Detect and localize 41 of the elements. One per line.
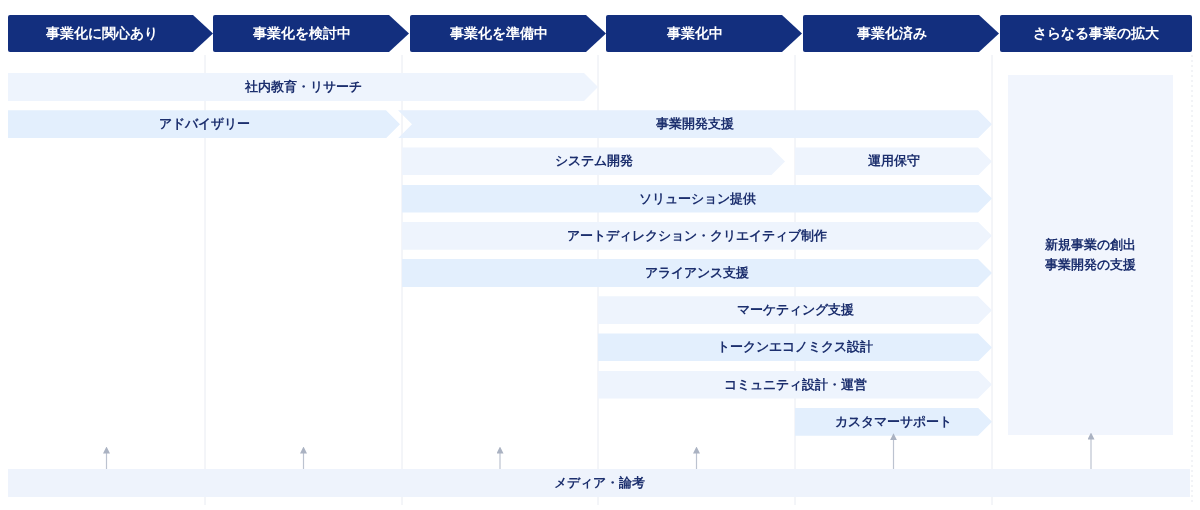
arrow bbox=[890, 433, 897, 470]
service-bar bbox=[398, 110, 992, 139]
label-text: 事業化中 bbox=[667, 24, 723, 44]
service-bar bbox=[402, 184, 992, 213]
service-bar bbox=[8, 110, 400, 139]
label-text: ソリューション提供 bbox=[638, 189, 756, 208]
stage-header bbox=[1000, 15, 1192, 52]
label-text: カスタマーサポート bbox=[835, 412, 952, 431]
label-text: 事業化を準備中 bbox=[450, 24, 548, 44]
stage-header bbox=[410, 15, 606, 52]
label-text: 事業化に関心あり bbox=[45, 24, 158, 44]
arrow bbox=[103, 446, 110, 470]
service-bar bbox=[402, 259, 992, 287]
label-text: 事業化を検討中 bbox=[253, 24, 351, 44]
service-bar bbox=[598, 333, 992, 362]
service-panel bbox=[8, 469, 1190, 497]
arrow bbox=[693, 446, 700, 470]
label-text: トークンエコノミクス設計 bbox=[717, 338, 873, 357]
label-text: 運用保守 bbox=[867, 152, 920, 171]
label-text: 事業開発支援 bbox=[656, 115, 734, 134]
service-panel bbox=[1008, 75, 1173, 435]
label-text: コミュニティ設計・運営 bbox=[723, 375, 867, 394]
arrow bbox=[496, 446, 504, 470]
label-text: 新規事業の創出 bbox=[1045, 236, 1136, 254]
label-text: 事業化済み bbox=[857, 24, 927, 44]
label-text: 事業開発の支援 bbox=[1045, 256, 1136, 274]
stage-header bbox=[606, 15, 802, 52]
label-text: アートディレクション・クリエイティブ制作 bbox=[567, 226, 827, 245]
service-bar bbox=[795, 407, 992, 436]
stage-header bbox=[213, 15, 409, 52]
arrow bbox=[300, 446, 307, 470]
stage-header bbox=[803, 15, 999, 52]
label-text: アライアンス支援 bbox=[645, 264, 749, 282]
label-text: アドバイザリー bbox=[158, 115, 250, 134]
stage-header bbox=[8, 15, 213, 52]
label-text: マーケティング支援 bbox=[736, 301, 854, 320]
label-text: メディア・論考 bbox=[553, 474, 645, 492]
label-text: さらなる事業の拡大 bbox=[1033, 24, 1159, 44]
label-text: 社内教育・リサーチ bbox=[244, 78, 362, 96]
arrow bbox=[1087, 432, 1095, 470]
label-text: システム開発 bbox=[554, 152, 633, 171]
